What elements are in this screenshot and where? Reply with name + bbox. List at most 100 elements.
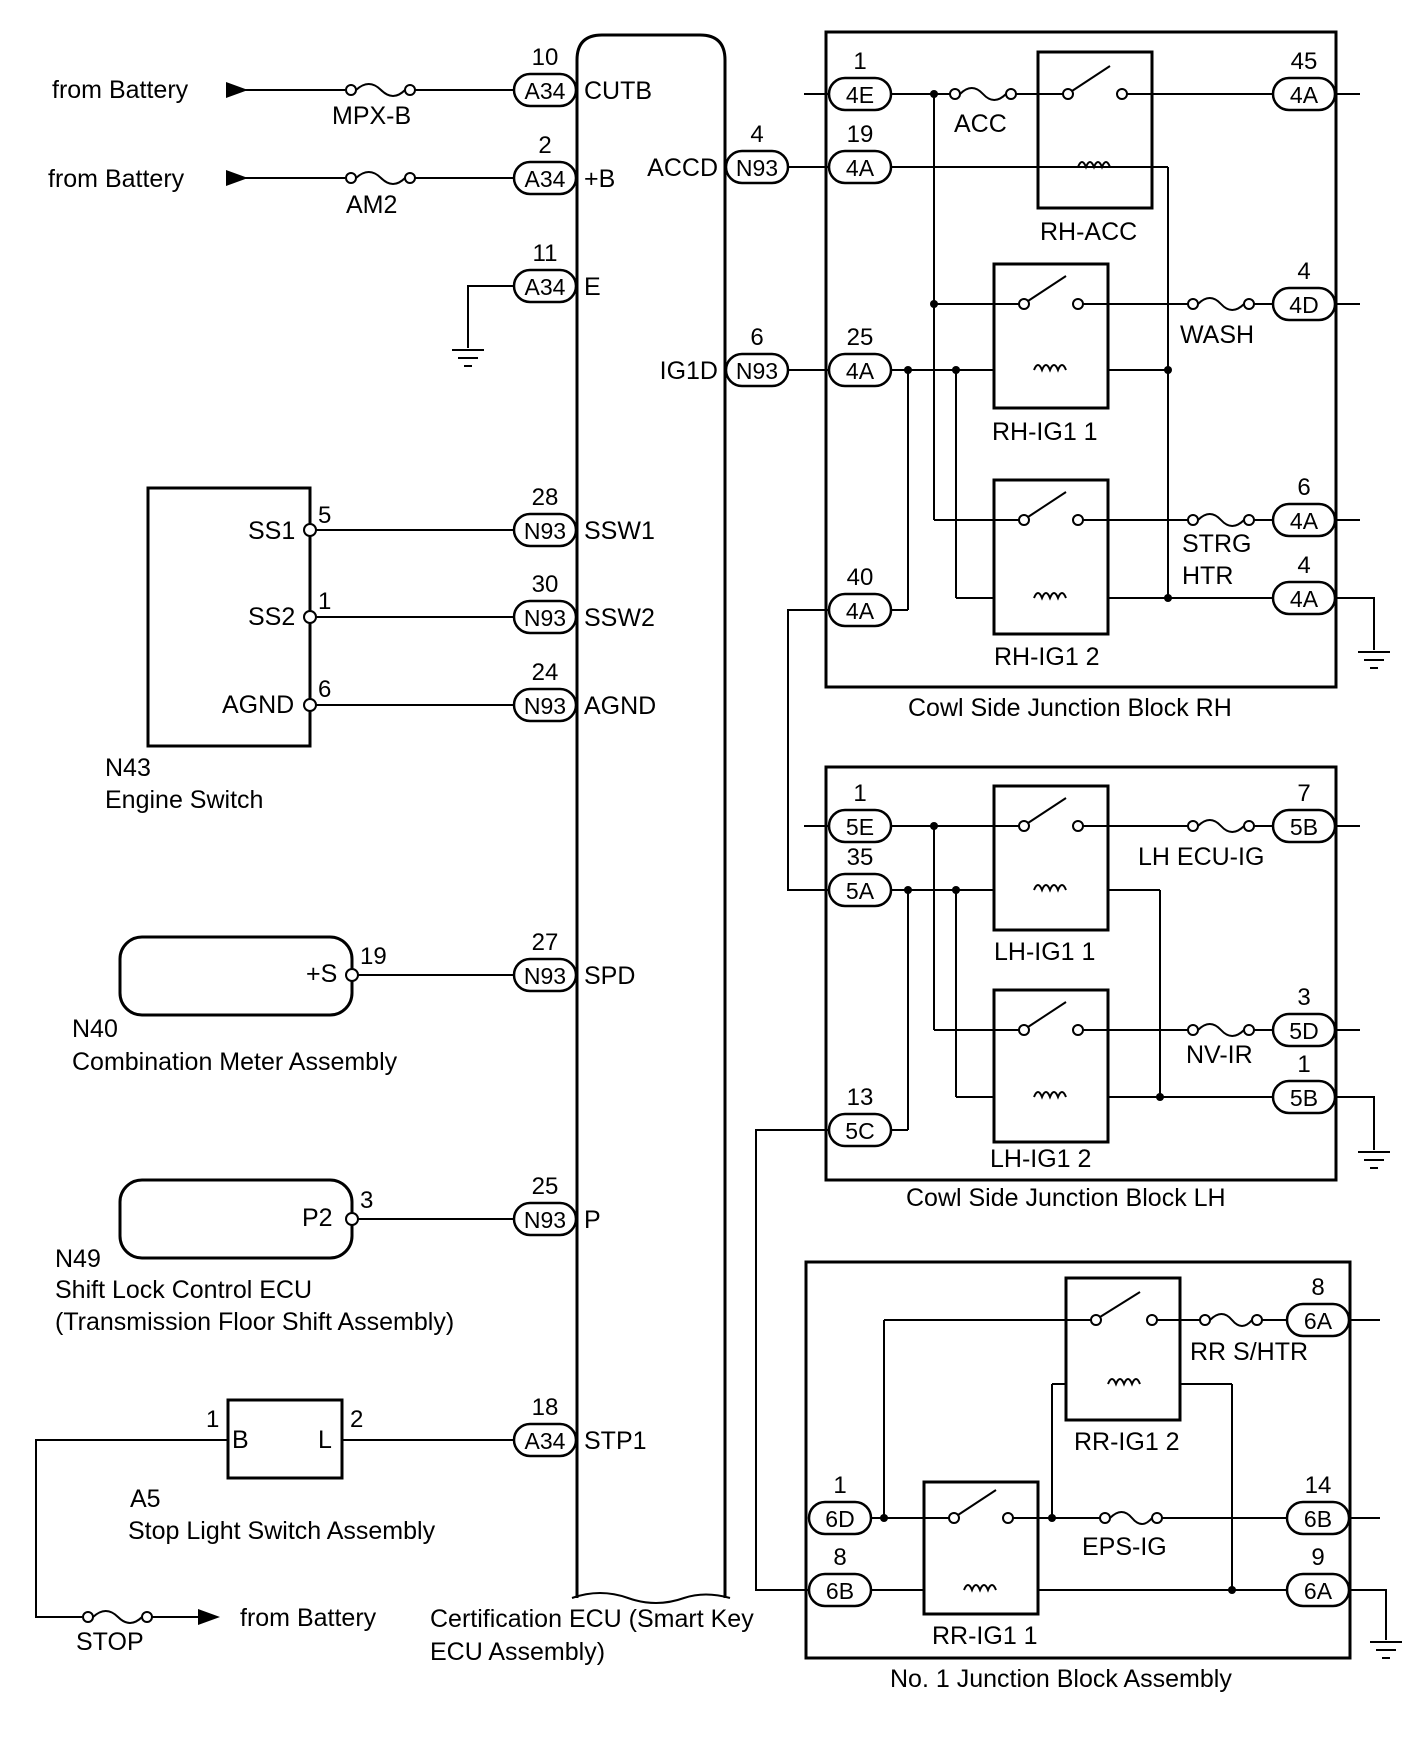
connector-code: N93 xyxy=(736,155,778,181)
stop-light-code: A5 xyxy=(130,1485,161,1513)
arrow-icon xyxy=(198,1609,220,1625)
connector-code: 4A xyxy=(1290,82,1319,108)
ecu-pin-name: P xyxy=(584,1206,601,1234)
relay-rh-ig1-1 xyxy=(992,262,1110,410)
pin-name: SS2 xyxy=(248,603,295,631)
from-battery-label: from Battery xyxy=(52,76,189,104)
pin-number: 4 xyxy=(750,121,763,148)
combination-meter-name: Combination Meter Assembly xyxy=(72,1048,398,1076)
fuse-icon xyxy=(345,171,416,185)
connector-code: 4A xyxy=(846,598,875,624)
junction-block-rh xyxy=(824,30,1338,689)
pin-number: 14 xyxy=(1305,1472,1332,1499)
fuse-lh-ecu-ig-label: LH ECU-IG xyxy=(1138,843,1264,871)
connector-pill: 4D4 xyxy=(1271,258,1337,322)
engine-switch-code: N43 xyxy=(105,754,151,782)
jb-no1-title: No. 1 Junction Block Assembly xyxy=(890,1665,1232,1693)
fuse-mpxb-label: MPX-B xyxy=(332,102,411,130)
connector-pill: 4E1 xyxy=(827,48,893,112)
relay-rh-ig1-2 xyxy=(992,478,1110,636)
connector-pill: 5D3 xyxy=(1271,984,1337,1048)
connector-code: 6B xyxy=(826,1578,854,1604)
connector-code: N93 xyxy=(524,1207,566,1233)
pin-number: 4 xyxy=(1297,258,1310,285)
pin-number: 6 xyxy=(750,324,763,351)
stop-light-name: Stop Light Switch Assembly xyxy=(128,1517,436,1545)
ecu-break-line xyxy=(571,1592,731,1604)
connector-code: N93 xyxy=(736,358,778,384)
relay-label: RH-IG1 1 xyxy=(992,418,1098,446)
pin-number: 2 xyxy=(538,132,551,159)
pin-number: 1 xyxy=(1297,1051,1310,1078)
connector-pill: 6A8 xyxy=(1285,1274,1351,1338)
pin-number: 4 xyxy=(1297,552,1310,579)
connector-code: A34 xyxy=(525,166,566,192)
fuse-icon xyxy=(1199,1313,1263,1327)
connector-code: 4A xyxy=(846,358,875,384)
fuse-htr-label: HTR xyxy=(1182,562,1233,590)
connector-code: A34 xyxy=(525,1428,566,1454)
pin-number: 3 xyxy=(1297,984,1310,1011)
connector-code: N93 xyxy=(524,693,566,719)
pin-number: 27 xyxy=(532,929,559,956)
relay-label: RH-ACC xyxy=(1040,218,1137,246)
pin-name: AGND xyxy=(222,691,294,719)
jb-lh-title: Cowl Side Junction Block LH xyxy=(906,1184,1226,1212)
connector-pill: 6A9 xyxy=(1285,1544,1351,1608)
connector-pill: 5B7 xyxy=(1271,780,1337,844)
connector-code: 4E xyxy=(846,82,874,108)
relay-label: LH-IG1 1 xyxy=(994,938,1095,966)
relay-rr-ig1-2 xyxy=(1064,1276,1182,1422)
from-battery-label: from Battery xyxy=(48,165,185,193)
pin-number: 24 xyxy=(532,659,559,686)
connector-code: 6A xyxy=(1304,1308,1333,1334)
ecu-pin-name: SPD xyxy=(584,962,635,990)
connector-code: 6D xyxy=(825,1506,854,1532)
from-battery-label: from Battery xyxy=(240,1604,377,1632)
connector-pill: 6B8 xyxy=(807,1544,873,1608)
pin-number: 8 xyxy=(1311,1274,1324,1301)
pin-number: 40 xyxy=(847,564,874,591)
fuse-icon xyxy=(1187,297,1255,311)
fuse-icon xyxy=(345,83,416,97)
relay-label: RR-IG1 2 xyxy=(1074,1428,1180,1456)
shift-lock-code: N49 xyxy=(55,1245,101,1273)
pin-number: 28 xyxy=(532,484,559,511)
connector-code: 4A xyxy=(846,155,875,181)
engine-switch-name: Engine Switch xyxy=(105,786,263,814)
ground-icon xyxy=(452,349,484,367)
connector-pill: 6D1 xyxy=(807,1472,873,1536)
fuse-strg-label: STRG xyxy=(1182,530,1251,558)
connector-code: 5B xyxy=(1290,814,1318,840)
ecu-pin-name: +B xyxy=(584,165,615,193)
connector-code: 4D xyxy=(1289,292,1318,318)
connector-code: 4A xyxy=(1290,508,1319,534)
pin-number: 8 xyxy=(833,1544,846,1571)
junction-block-no1 xyxy=(804,1260,1352,1660)
pin-number: 1 xyxy=(318,588,331,615)
connector-code: N93 xyxy=(524,605,566,631)
pin-name: SS1 xyxy=(248,517,295,545)
relay-label: RR-IG1 1 xyxy=(932,1622,1038,1650)
connector-code: 6B xyxy=(1304,1506,1332,1532)
ecu-pin-name: STP1 xyxy=(584,1427,647,1455)
connector-code: 6A xyxy=(1304,1578,1333,1604)
pin-number: 25 xyxy=(847,324,874,351)
connector-code: N93 xyxy=(524,963,566,989)
fuse-nv-ir-label: NV-IR xyxy=(1186,1041,1253,1069)
connector-pill: 5E1 xyxy=(827,780,893,844)
fuse-eps-ig-label: EPS-IG xyxy=(1082,1533,1167,1561)
pin-number: 19 xyxy=(360,943,387,970)
